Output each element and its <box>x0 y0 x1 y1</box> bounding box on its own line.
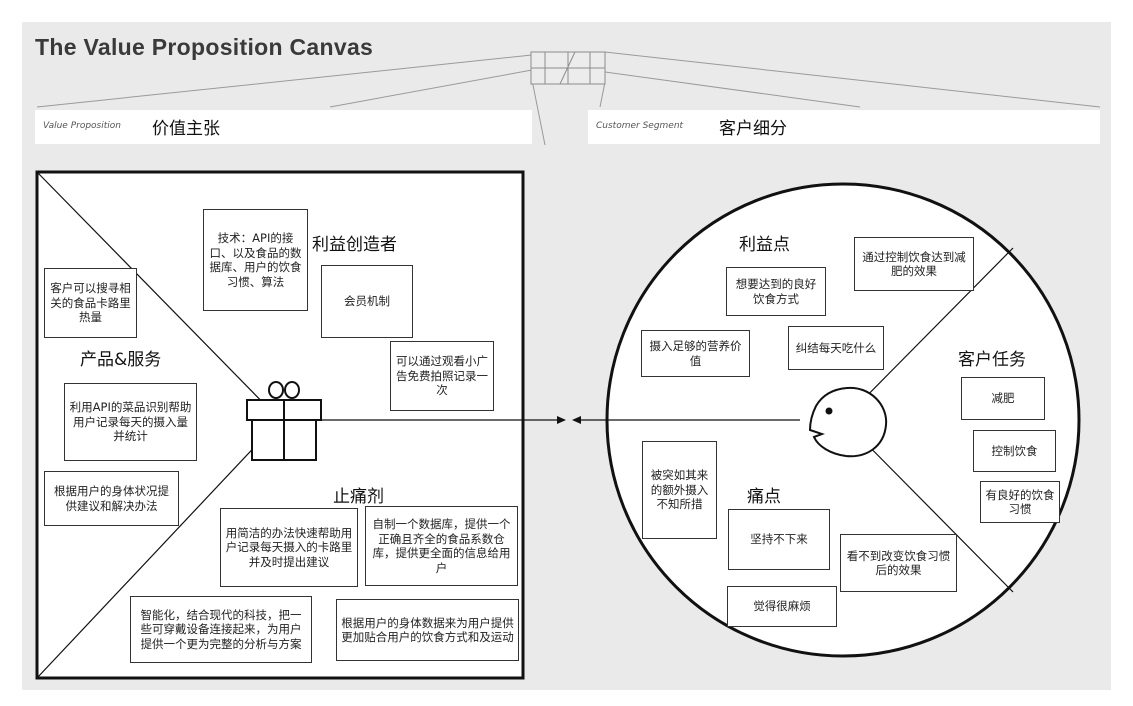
note-membership: 会员机制 <box>321 265 413 338</box>
value-proposition-label-zh: 价值主张 <box>152 119 220 139</box>
pains-title: 痛点 <box>747 487 781 507</box>
note-control-diet-effect: 通过控制饮食达到减肥的效果 <box>854 237 974 291</box>
mini-canvas-icon <box>530 51 606 85</box>
note-own-database: 自制一个数据库，提供一个正确且齐全的食品系数仓库，提供更全面的信息给用户 <box>365 506 518 586</box>
note-watch-ads: 可以通过观看小广告免费拍照记录一次 <box>390 341 494 411</box>
note-smart-devices: 智能化，结合现代的科技，把一些可穿戴设备连接起来，为用户提供一个更为完整的分析与… <box>130 596 312 663</box>
note-good-diet-way: 想要达到的良好饮食方式 <box>726 267 826 316</box>
customer-jobs-title: 客户任务 <box>958 350 1026 370</box>
gain-creators-title: 利益创造者 <box>312 235 397 255</box>
pain-relievers-title: 止痛剂 <box>333 487 384 507</box>
square-diagonal-top <box>36 171 281 421</box>
note-search-food: 客户可以搜寻相关的食品卡路里热量 <box>44 268 137 338</box>
value-proposition-bar: Value Proposition 价值主张 <box>35 110 532 144</box>
fit-arrows <box>523 416 581 424</box>
gains-title: 利益点 <box>739 235 790 255</box>
customer-segment-label-zh: 客户细分 <box>719 119 787 139</box>
note-api-recognition: 利用API的菜品识别帮助用户记录每天的摄入量并统计 <box>64 383 197 461</box>
note-no-effect-seen: 看不到改变饮食习惯后的效果 <box>840 534 957 592</box>
note-surprised-extra: 被突如其来的额外摄入不知所措 <box>642 441 717 539</box>
face-icon <box>808 386 888 458</box>
gift-icon <box>246 381 322 461</box>
square-diagonal-bottom <box>36 419 281 679</box>
note-what-to-eat: 纠结每天吃什么 <box>788 326 884 370</box>
customer-segment-bar: Customer Segment 客户细分 <box>588 110 1100 144</box>
note-troublesome: 觉得很麻烦 <box>727 586 837 627</box>
note-nutrition: 摄入足够的营养价值 <box>641 330 750 377</box>
note-tech-api: 技术：API的接口、以及食品的数据库、用户的饮食习惯、算法 <box>203 209 308 311</box>
products-services-title: 产品&服务 <box>80 350 162 370</box>
note-good-habits: 有良好的饮食习惯 <box>980 481 1060 523</box>
connector-lines <box>36 51 1101 146</box>
customer-segment-label-en: Customer Segment <box>596 121 684 131</box>
page-title: The Value Proposition Canvas <box>35 34 374 60</box>
note-body-advice: 根据用户的身体状况提供建议和解决办法 <box>44 471 179 526</box>
note-simple-method: 用简洁的办法快速帮助用户记录每天摄入的卡路里并及时提出建议 <box>220 508 358 587</box>
note-control-diet: 控制饮食 <box>973 430 1056 472</box>
note-lose-weight: 减肥 <box>961 377 1045 420</box>
note-cant-persist: 坚持不下来 <box>728 509 830 570</box>
circle-line-upper <box>842 247 1014 421</box>
value-proposition-label-en: Value Proposition <box>43 121 121 131</box>
note-body-data: 根据用户的身体数据来为用户提供更加贴合用户的饮食方式和及运动 <box>336 599 519 661</box>
